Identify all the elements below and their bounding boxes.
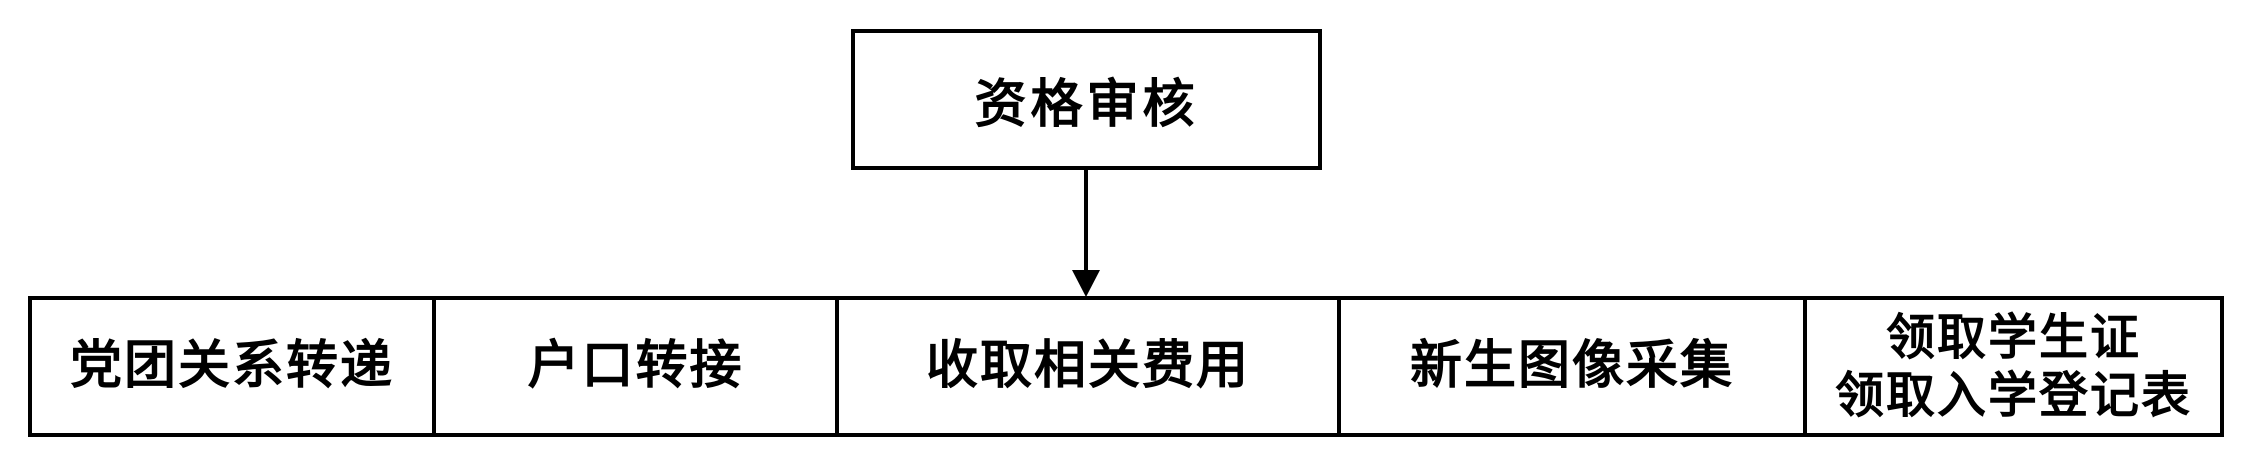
cell-new-student-image-capture: 新生图像采集 (1341, 300, 1807, 433)
cell-label-line-2: 领取入学登记表 (1834, 366, 2192, 424)
cell-label: 新生图像采集 (1409, 336, 1734, 397)
cell-label: 收取相关费用 (925, 336, 1250, 397)
cell-household-registration-transfer: 户口转接 (436, 300, 839, 433)
qualification-review-box: 资格审核 (851, 29, 1322, 170)
down-arrow-shaft (1084, 168, 1088, 276)
cell-party-league-relation-transfer: 党团关系转递 (32, 300, 436, 433)
cell-label-line-1: 领取学生证 (1885, 308, 2141, 366)
cell-fee-collection: 收取相关费用 (839, 300, 1341, 433)
process-row: 党团关系转递 户口转接 收取相关费用 新生图像采集 领取学生证 领取入学登记表 (28, 296, 2224, 437)
cell-label: 户口转接 (527, 336, 744, 397)
down-arrow-head-icon (1072, 270, 1100, 297)
qualification-review-label: 资格审核 (974, 75, 1199, 135)
cell-label: 党团关系转递 (69, 336, 394, 397)
cell-student-id-and-registration-form: 领取学生证 领取入学登记表 (1807, 300, 2220, 433)
